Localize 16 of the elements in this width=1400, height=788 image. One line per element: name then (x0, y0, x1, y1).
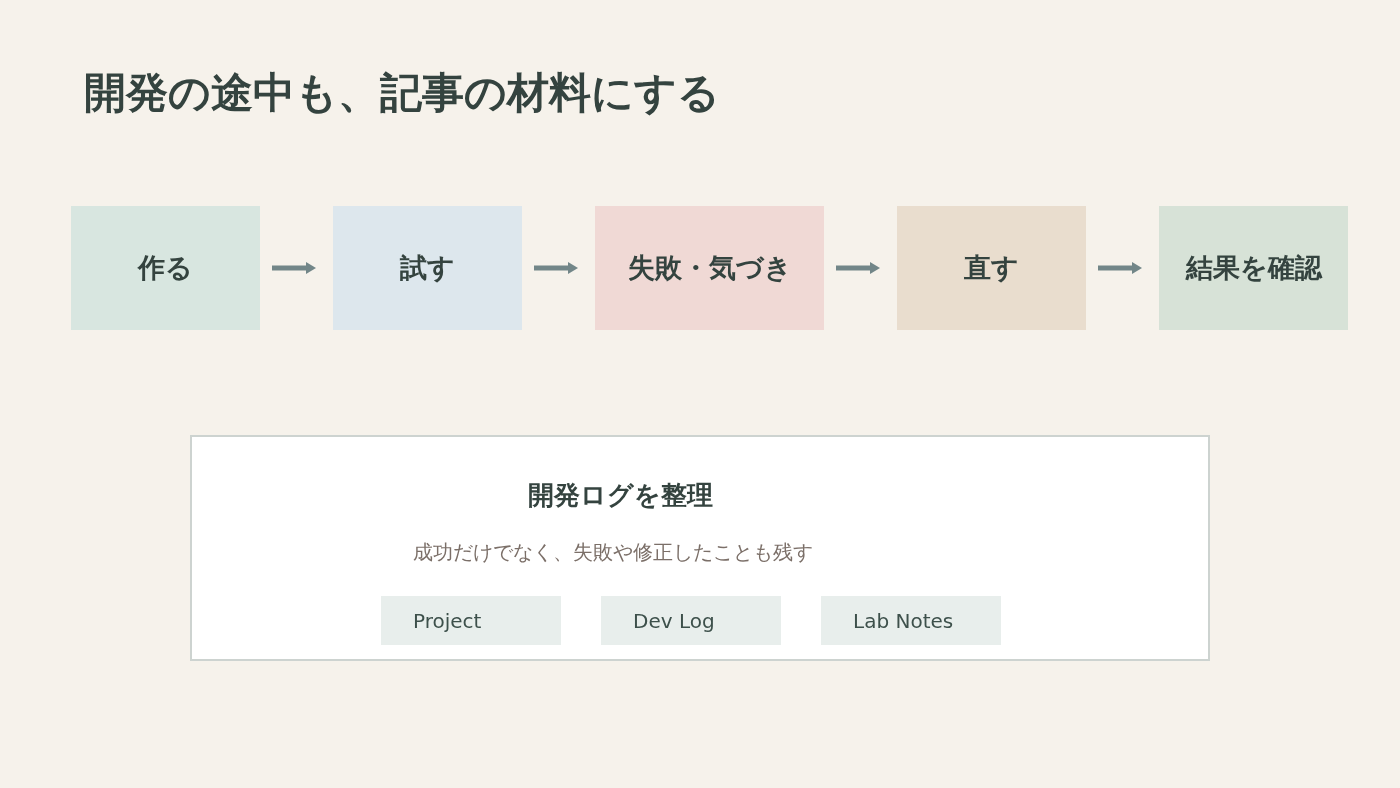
tag-chip: Project (381, 596, 561, 645)
arrow (534, 262, 578, 274)
step-box: 試す (333, 206, 522, 330)
arrow (836, 262, 880, 274)
step-box: 失敗・気づき (595, 206, 824, 330)
step-box: 直す (897, 206, 1086, 330)
page-title: 開発の途中も、記事の材料にする (84, 67, 720, 119)
arrow (272, 262, 316, 274)
panel-heading: 開発ログを整理 (526, 479, 714, 512)
panel-description: 成功だけでなく、失敗や修正したことも残す (413, 539, 814, 566)
arrow (1098, 262, 1142, 274)
step-box: 作る (71, 206, 260, 330)
step-box: 結果を確認 (1159, 206, 1348, 330)
tag-chip: Dev Log (601, 596, 781, 645)
tag-chip: Lab Notes (821, 596, 1001, 645)
info-panel (190, 435, 1210, 661)
